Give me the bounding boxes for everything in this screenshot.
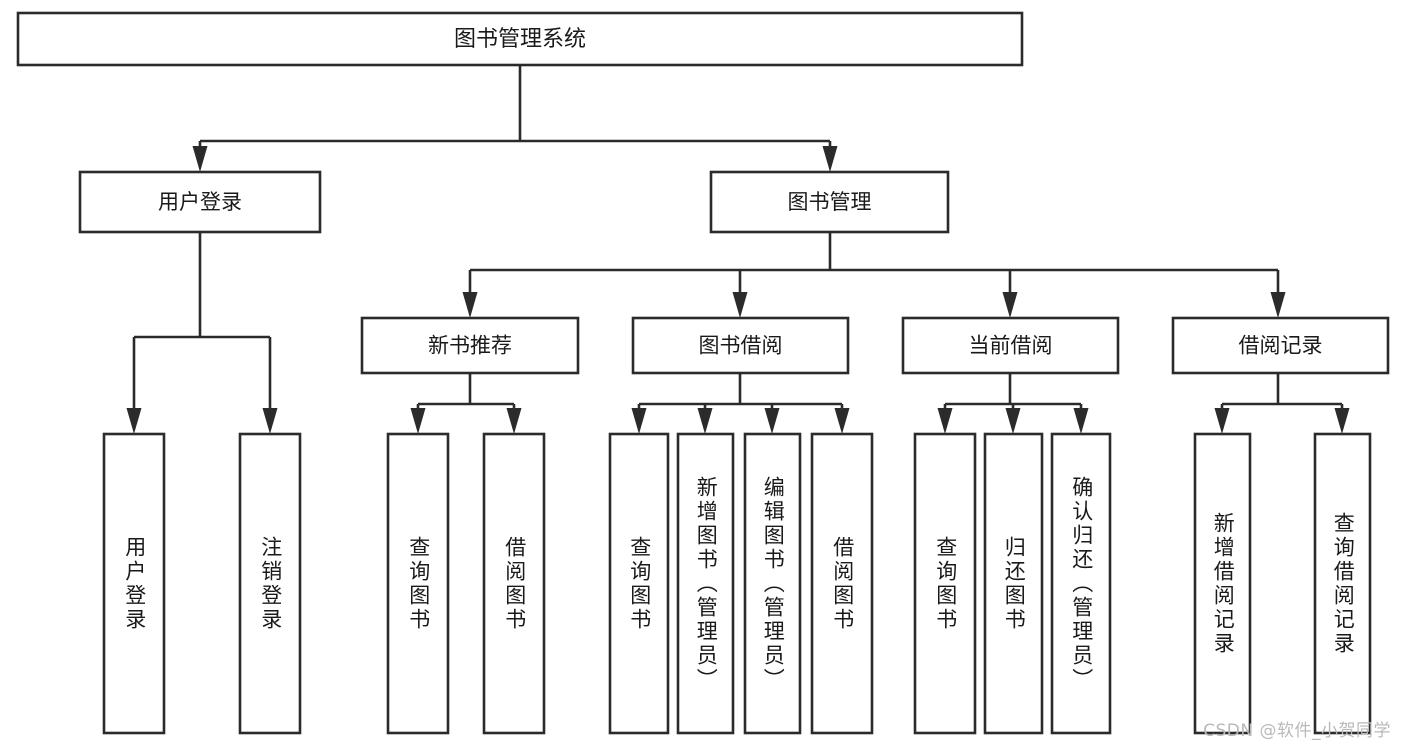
- node-leaf-借阅图书[interactable]: [810, 432, 874, 735]
- node-box[interactable]: [709, 170, 950, 234]
- node-label: 图书借阅: [699, 334, 783, 358]
- node-leaf-确认归还管理员[interactable]: [1050, 432, 1112, 735]
- connectors-layer: [126, 65, 1350, 434]
- node-label: 借阅记录: [1239, 334, 1323, 358]
- arrow-head-icon: [937, 408, 953, 434]
- node-leaf-查询图书[interactable]: [386, 432, 450, 735]
- connector-newbook-bus: [410, 373, 522, 434]
- node-level3-当前借阅[interactable]: 当前借阅: [901, 316, 1120, 375]
- node-box[interactable]: [631, 316, 850, 375]
- node-box[interactable]: [386, 432, 450, 735]
- node-label: 图书管理: [788, 190, 872, 214]
- node-box[interactable]: [913, 432, 977, 735]
- arrow-head-icon: [126, 408, 142, 434]
- node-box[interactable]: [482, 432, 546, 735]
- node-leaf-编辑图书管理员[interactable]: [743, 432, 802, 735]
- node-level2-用户登录[interactable]: 用户登录: [78, 170, 322, 234]
- node-box[interactable]: [1171, 316, 1390, 375]
- arrow-head-icon: [697, 408, 713, 434]
- arrow-head-icon: [1270, 292, 1286, 318]
- arrow-head-icon: [1005, 408, 1021, 434]
- node-label: 图书管理系统: [454, 27, 586, 52]
- node-box[interactable]: [102, 432, 166, 735]
- connector-manage-bus: [462, 232, 1286, 318]
- node-box[interactable]: [983, 432, 1044, 735]
- node-box[interactable]: [1050, 432, 1112, 735]
- node-level3-借阅记录[interactable]: 借阅记录: [1171, 316, 1390, 375]
- arrow-head-icon: [1334, 408, 1350, 434]
- node-label: 新书推荐: [428, 334, 512, 358]
- arrow-head-icon: [764, 408, 780, 434]
- arrow-head-icon: [631, 408, 647, 434]
- arrow-head-icon: [1073, 408, 1089, 434]
- connector-current-bus: [937, 373, 1089, 434]
- node-leaf-新增图书管理员[interactable]: [676, 432, 735, 735]
- arrow-head-icon: [410, 408, 426, 434]
- node-box[interactable]: [810, 432, 874, 735]
- arrow-head-icon: [1214, 408, 1230, 434]
- node-box[interactable]: [1313, 432, 1372, 735]
- arrow-head-icon: [822, 146, 838, 172]
- connector-root-bus: [192, 65, 838, 172]
- node-leaf-查询图书[interactable]: [913, 432, 977, 735]
- connector-borrow-bus: [631, 373, 850, 434]
- arrow-head-icon: [506, 408, 522, 434]
- node-leaf-新增借阅记录[interactable]: [1193, 432, 1252, 735]
- node-label: 当前借阅: [969, 334, 1053, 358]
- connector-login-bus: [126, 232, 278, 434]
- node-box[interactable]: [238, 432, 302, 735]
- node-level3-新书推荐[interactable]: 新书推荐: [360, 316, 580, 375]
- node-leaf-查询借阅记录[interactable]: [1313, 432, 1372, 735]
- node-leaf-注销登录[interactable]: [238, 432, 302, 735]
- node-leaf-归还图书[interactable]: [983, 432, 1044, 735]
- node-label: 用户登录: [158, 190, 242, 214]
- node-leaf-查询图书[interactable]: [608, 432, 670, 735]
- node-box[interactable]: [676, 432, 735, 735]
- node-box[interactable]: [901, 316, 1120, 375]
- node-box[interactable]: [1193, 432, 1252, 735]
- node-box[interactable]: [78, 170, 322, 234]
- node-level3-图书借阅[interactable]: 图书借阅: [631, 316, 850, 375]
- node-leaf-借阅图书[interactable]: [482, 432, 546, 735]
- node-root-图书管理系统[interactable]: 图书管理系统: [16, 11, 1024, 67]
- node-box[interactable]: [608, 432, 670, 735]
- watermark: CSDN @软件_小贺同学: [1203, 721, 1391, 741]
- node-box[interactable]: [360, 316, 580, 375]
- node-box[interactable]: [743, 432, 802, 735]
- node-level2-图书管理[interactable]: 图书管理: [709, 170, 950, 234]
- arrow-head-icon: [732, 292, 748, 318]
- node-box[interactable]: [16, 11, 1024, 67]
- arrow-head-icon: [462, 292, 478, 318]
- node-leaf-用户登录[interactable]: [102, 432, 166, 735]
- arrow-head-icon: [1002, 292, 1018, 318]
- connector-record-bus: [1214, 373, 1350, 434]
- arrow-head-icon: [262, 408, 278, 434]
- arrow-head-icon: [192, 146, 208, 172]
- arrow-head-icon: [834, 408, 850, 434]
